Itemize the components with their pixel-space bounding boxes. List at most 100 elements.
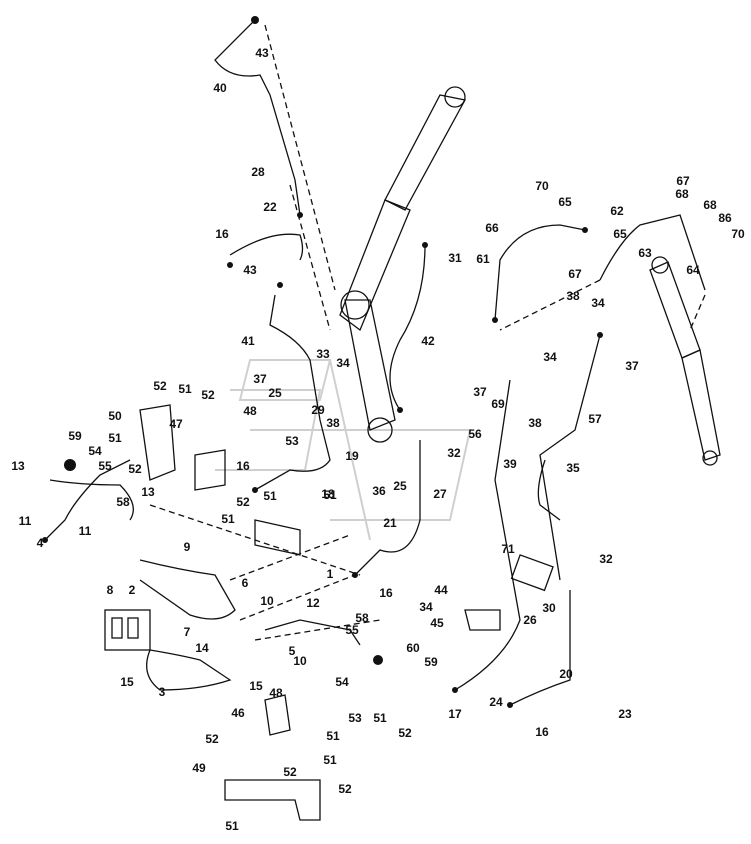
- callout-label: 68: [703, 198, 717, 212]
- callout-label: 52: [338, 782, 352, 796]
- callout-label: 47: [169, 417, 183, 431]
- callout-label: 41: [241, 334, 255, 348]
- callout-label: 44: [434, 583, 448, 597]
- callout-label: 15: [120, 675, 134, 689]
- callout-label: 34: [591, 296, 605, 310]
- callout-label: 39: [503, 457, 517, 471]
- callout-label: 2: [129, 583, 136, 597]
- callout-label: 34: [419, 600, 433, 614]
- callout-label: 42: [421, 334, 435, 348]
- callout-label: 51: [323, 488, 337, 502]
- callout-label: 52: [236, 495, 250, 509]
- callout-label: 19: [345, 449, 359, 463]
- callout-label: 51: [178, 382, 192, 396]
- callout-label: 45: [430, 616, 444, 630]
- callout-label: 17: [448, 707, 462, 721]
- callout-label: 63: [638, 246, 652, 260]
- callout-label: 15: [249, 679, 263, 693]
- callout-label: 38: [528, 416, 542, 430]
- callout-label: 52: [153, 379, 167, 393]
- callout-label: 9: [184, 540, 191, 554]
- callout-label: 32: [599, 552, 613, 566]
- callout-label: 54: [88, 444, 102, 458]
- control-valve: [104, 609, 151, 651]
- callout-label: 46: [231, 706, 245, 720]
- callout-label: 34: [543, 350, 557, 364]
- callout-label: 51: [108, 431, 122, 445]
- hoses: [44, 19, 706, 706]
- callout-label: 64: [686, 263, 700, 277]
- callout-label: 10: [260, 594, 274, 608]
- callout-label: 51: [221, 512, 235, 526]
- callout-label: 50: [108, 409, 122, 423]
- callout-label: 61: [476, 252, 490, 266]
- callout-label: 30: [542, 601, 556, 615]
- callout-label: 86: [718, 211, 732, 225]
- callout-label: 10: [293, 654, 307, 668]
- callout-label: 51: [326, 729, 340, 743]
- boom-cylinder: [339, 86, 466, 443]
- callout-label: 49: [192, 761, 206, 775]
- callout-label: 70: [731, 227, 745, 241]
- tilt-cylinder: [649, 256, 721, 466]
- callout-label: 8: [107, 583, 114, 597]
- callout-label: 43: [255, 46, 269, 60]
- callout-label: 12: [306, 596, 320, 610]
- callout-label: 16: [236, 459, 250, 473]
- callout-label: 13: [11, 459, 25, 473]
- callout-label: 66: [485, 221, 499, 235]
- callout-label: 67: [568, 267, 582, 281]
- callout-label: 18: [321, 487, 335, 501]
- callout-label: 55: [98, 459, 112, 473]
- callout-label: 1: [327, 567, 334, 581]
- callout-label: 16: [535, 725, 549, 739]
- callout-label: 6: [242, 576, 249, 590]
- callout-label: 69: [491, 397, 505, 411]
- callout-label: 53: [348, 711, 362, 725]
- callout-label: 37: [625, 359, 639, 373]
- callout-label: 32: [447, 446, 461, 460]
- callout-label: 58: [355, 611, 369, 625]
- callout-label: 48: [243, 404, 257, 418]
- callout-label: 16: [215, 227, 229, 241]
- callout-label: 67: [676, 174, 690, 188]
- callout-label: 3: [159, 685, 166, 699]
- callout-label: 52: [398, 726, 412, 740]
- callout-label: 16: [379, 586, 393, 600]
- callout-label: 55: [345, 623, 359, 637]
- callout-label: 23: [618, 707, 632, 721]
- callout-label: 31: [448, 251, 462, 265]
- callout-label: 54: [335, 675, 349, 689]
- callout-label: 5: [289, 644, 296, 658]
- callout-label: 60: [406, 641, 420, 655]
- callout-label: 34: [336, 356, 350, 370]
- callout-label: 11: [79, 524, 92, 538]
- callout-label: 24: [489, 695, 503, 709]
- callout-label: 52: [128, 462, 142, 476]
- callout-label: 7: [184, 625, 191, 639]
- callout-label: 58: [116, 495, 130, 509]
- callout-label: 71: [501, 542, 515, 556]
- callout-label: 25: [268, 386, 282, 400]
- callout-label: 36: [372, 484, 386, 498]
- callout-label: 43: [243, 263, 257, 277]
- callout-label: 35: [566, 461, 580, 475]
- callout-label: 22: [263, 200, 277, 214]
- callout-label: 38: [566, 289, 580, 303]
- callout-label: 11: [19, 514, 32, 528]
- callout-label: 4: [37, 536, 44, 550]
- callout-label: 65: [558, 195, 572, 209]
- callout-label: 28: [251, 165, 265, 179]
- callout-label: 25: [393, 479, 407, 493]
- callout-label: 51: [263, 489, 277, 503]
- callout-label: 59: [68, 429, 82, 443]
- mounting-brackets: [139, 404, 501, 821]
- callout-label: 26: [523, 613, 537, 627]
- callout-label: 13: [141, 485, 155, 499]
- callout-label: 53: [285, 434, 299, 448]
- callout-label: 27: [433, 487, 447, 501]
- callout-label: 52: [283, 765, 297, 779]
